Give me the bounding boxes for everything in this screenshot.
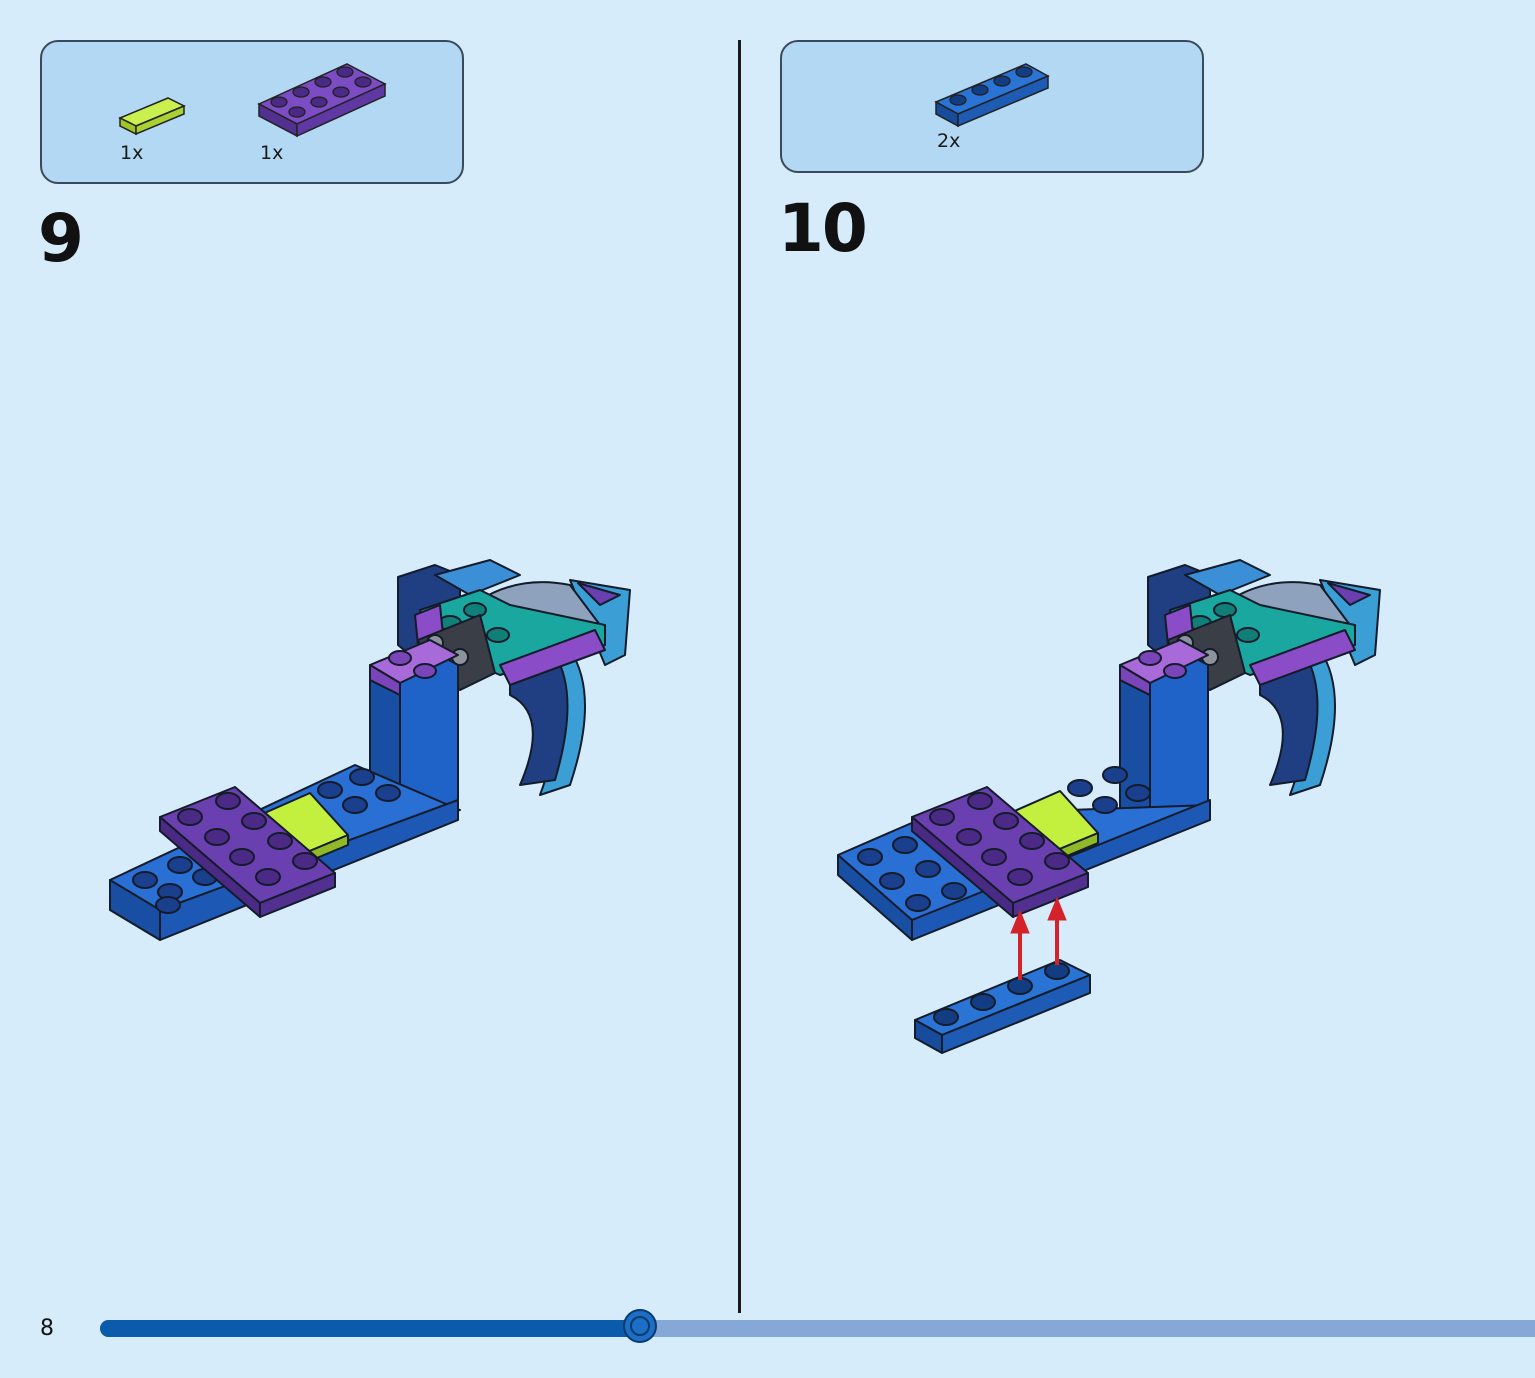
page-number: 8 — [40, 1316, 54, 1341]
step-divider — [738, 40, 741, 1313]
lime-tile-1x2-part — [118, 97, 186, 136]
part-quantity: 1x — [260, 142, 284, 164]
progress-knob[interactable] — [623, 1309, 657, 1343]
step-number: 9 — [38, 200, 84, 277]
step-9-model-illustration — [109, 559, 631, 941]
step-number: 10 — [778, 190, 868, 267]
attach-arrows — [1010, 896, 1067, 980]
step-10-model-illustration — [837, 559, 1381, 1054]
purple-plate-2x4-part — [257, 63, 387, 138]
progress-fill — [100, 1320, 640, 1337]
part-quantity: 1x — [120, 142, 144, 164]
parts-callout-step-9: 1x 1x — [40, 40, 464, 184]
blue-plate-1x4-part — [934, 63, 1050, 128]
part-quantity: 2x — [937, 130, 961, 152]
parts-callout-step-10: 2x — [780, 40, 1204, 173]
